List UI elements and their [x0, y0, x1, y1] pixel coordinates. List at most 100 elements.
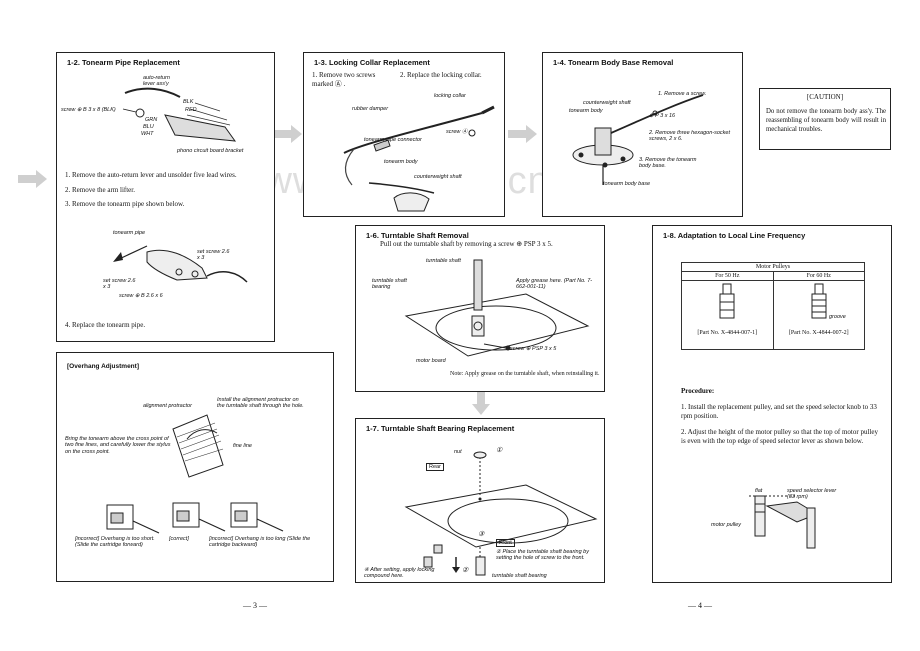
label-step3: 3. Remove the tonearm body base.: [639, 157, 697, 170]
step-4: 4. Replace the tonearm pipe.: [65, 321, 146, 329]
label-bearing: turntable shaft bearing: [372, 278, 407, 291]
label-step2: ② Place the turntable shaft bearing by s…: [496, 549, 589, 562]
section-title: 1-6. Turntable Shaft Removal: [366, 231, 469, 240]
step-item: 3. Remove the tonearm pipe shown below.: [65, 200, 185, 208]
pulley-60hz-icon: [811, 283, 827, 319]
label-flat: flat: [755, 488, 763, 494]
label-install: Install the alignment protractor on the …: [217, 397, 304, 410]
procedure-title: Procedure:: [681, 387, 715, 395]
section-locking-collar: 1-3. Locking Collar Replacement 1. Remov…: [303, 52, 505, 217]
procedure-1: 1. Install the replacement pulley, and s…: [681, 403, 877, 421]
label-auto-return: auto-return lever ass'y: [143, 75, 170, 88]
flow-arrow-left-icon: [18, 170, 47, 188]
label-wht: WHT: [141, 131, 154, 137]
label-screw: screw ⊕ B 3 x 8 (BLK): [61, 107, 116, 113]
pulley-height-diagram: [749, 495, 816, 549]
page-number-left: — 3 —: [243, 601, 267, 610]
caution-text: Do not remove the tonearm body ass'y. Th…: [766, 108, 886, 134]
label-p3x16: ⊕ P 3 x 16: [649, 113, 676, 119]
label-motor-board: motor board: [416, 358, 446, 364]
label-blk: BLK: [183, 99, 194, 105]
label-step2: 2. Remove three hexagon-socket screws, 2…: [649, 130, 731, 143]
page-number-right: — 4 —: [688, 601, 712, 610]
section-tonearm-pipe-replacement: 1-2. Tonearm Pipe Replacement auto-retur…: [56, 52, 275, 342]
label-set-screw-left: set screw 2.6 x 3: [103, 278, 136, 291]
label-red: RED: [185, 107, 197, 113]
step-1: 1. Remove two screws marked Ⓐ .: [312, 71, 376, 89]
label-motor-pulley: motor pulley: [711, 522, 741, 528]
label-bearing: turntable shaft bearing: [492, 573, 547, 579]
pulley-50hz-icon: [719, 283, 735, 319]
section-overhang-adjustment: [Overhang Adjustment] alignment protract…: [56, 352, 334, 582]
section-turntable-shaft-bearing: 1-7. Turntable Shaft Bearing Replacement…: [355, 418, 605, 583]
label-tonearm-body: tonearm body: [569, 108, 603, 114]
label-rubber-damper: rubber damper: [352, 106, 389, 112]
cell-50hz: [Part No. X-4844-007-1]: [681, 280, 774, 350]
label-screw: screw ⊕ PSP 3 x 5: [510, 346, 557, 352]
locking-collar-diagram: [343, 105, 495, 212]
label-step1: 1. Remove a screw.: [658, 91, 707, 97]
label-grn: GRN: [145, 117, 158, 123]
label-counterweight-shaft: counterweight shaft: [414, 174, 462, 180]
col-60hz: For 60 Hz: [772, 271, 865, 281]
section-turntable-shaft-removal: 1-6. Turntable Shaft Removal Pull out th…: [355, 225, 605, 392]
label-counterweight-shaft: counterweight shaft: [583, 100, 631, 106]
section-tonearm-body-base: 1-4. Tonearm Body Base Removal 1. Remove…: [542, 52, 743, 217]
section-title: 1-2. Tonearm Pipe Replacement: [67, 58, 180, 67]
flow-arrow-down-icon: [472, 392, 490, 415]
label-correct: [correct]: [169, 536, 189, 542]
label-n2: ②: [462, 567, 469, 574]
note-text: Note: Apply grease on the turntable shaf…: [450, 371, 600, 377]
section-title: 1-7. Turntable Shaft Bearing Replacement: [366, 424, 515, 433]
procedure-2: 2. Adjust the height of the motor pulley…: [681, 428, 878, 446]
label-n3: ③: [478, 531, 485, 538]
cartridge-short-icon: [106, 504, 160, 534]
part-60hz: [Part No. X-4844-007-2]: [788, 330, 849, 336]
label-tonearm-body: tonearm body: [384, 159, 418, 165]
section-title: 1-4. Tonearm Body Base Removal: [553, 58, 674, 67]
flow-arrow-icon: [273, 125, 302, 143]
overhang-title: [Overhang Adjustment]: [67, 363, 139, 370]
tonearm-wiring-diagram: [122, 87, 237, 142]
label-grease: Apply grease here. (Part No. 7-662-001-1…: [516, 278, 593, 291]
table-title: Motor Pulleys: [681, 262, 865, 272]
label-phono: phono circuit board bracket: [177, 148, 244, 154]
col-50hz: For 50 Hz: [681, 271, 774, 281]
section-title: 1-8. Adaptation to Local Line Frequency: [663, 231, 806, 240]
caution-box: [CAUTION] Do not remove the tonearm body…: [759, 88, 891, 150]
label-incorrect-short: [incorrect] Overhang is too short. (Slid…: [75, 536, 155, 549]
part-50hz: [Part No. X-4844-007-1]: [697, 330, 758, 336]
label-rear: Rear: [426, 463, 444, 472]
motor-pulleys-table: Motor Pulleys For 50 Hz For 60 Hz [Part …: [681, 262, 865, 350]
intro-text: Pull out the turntable shaft by removing…: [380, 240, 553, 248]
label-incorrect-long: [incorrect] Overhang is too long (Slide …: [209, 536, 311, 549]
turntable-shaft-diagram: [404, 259, 590, 357]
label-screw-a: screw Ⓐ: [446, 129, 468, 135]
steps-list: 1. Remove the auto-return lever and unso…: [65, 170, 265, 214]
cartridge-correct-icon: [172, 502, 226, 532]
label-step4: ④ After setting, apply locking compound …: [364, 567, 435, 580]
label-nut: nut: [454, 449, 462, 455]
tonearm-pipe-diagram: [113, 245, 248, 283]
section-local-line-frequency: 1-8. Adaptation to Local Line Frequency …: [652, 225, 892, 583]
cartridge-long-icon: [230, 502, 284, 532]
label-base: tonearm body base: [603, 181, 651, 187]
label-blu: BLU: [143, 124, 154, 130]
label-front: Front: [496, 539, 515, 548]
label-tonearm-pipe: tonearm pipe: [113, 230, 146, 236]
label-n1: ①: [496, 447, 503, 454]
label-pipe-connector: tonearm pipe connector: [364, 137, 422, 143]
cell-60hz: [Part No. X-4844-007-2]: [772, 280, 865, 350]
section-title: 1-3. Locking Collar Replacement: [314, 58, 430, 67]
flow-arrow-icon: [508, 125, 537, 143]
label-protractor: alignment protractor: [143, 403, 192, 409]
bearing-replacement-diagram: [404, 451, 598, 576]
caution-title: [CAUTION]: [806, 93, 844, 101]
label-screw-b: screw ⊕ B 2.6 x 6: [119, 293, 163, 299]
label-bring: Bring the tonearm above the cross point …: [65, 436, 171, 455]
label-set-screw-right: set screw 2.6 x 3: [197, 249, 230, 262]
step-item: 1. Remove the auto-return lever and unso…: [65, 171, 237, 179]
tonearm-body-base-diagram: [572, 94, 704, 185]
label-locking-collar: locking collar: [434, 93, 466, 99]
label-lever: speed selector lever (33 rpm): [787, 488, 837, 501]
